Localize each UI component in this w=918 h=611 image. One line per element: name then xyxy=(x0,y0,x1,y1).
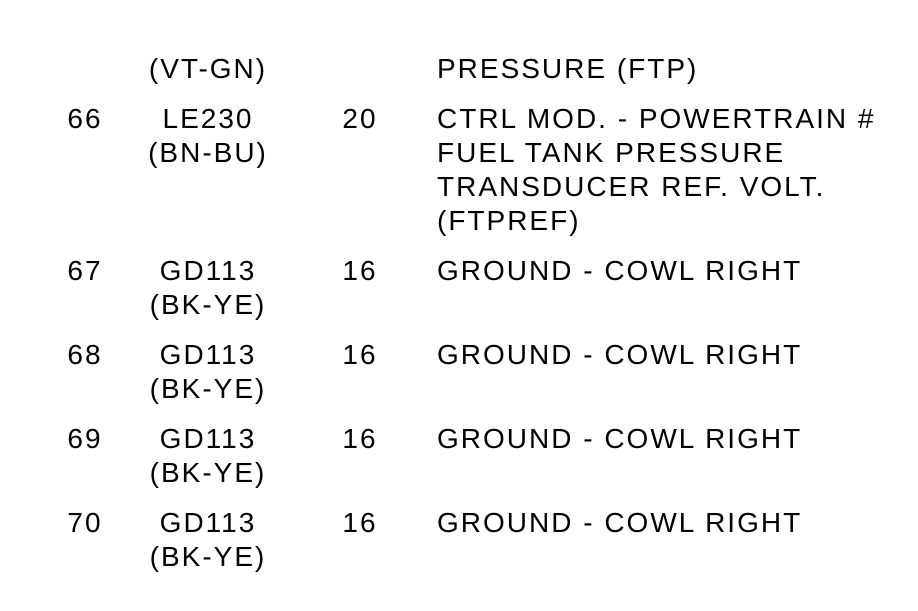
pin-number: 68 xyxy=(67,339,103,370)
wire-gauge: 16 xyxy=(342,339,378,370)
table-row: 66 LE230 (BN-BU) 20 CTRL MOD. - POWERTRA… xyxy=(40,102,918,238)
circuit-name: GD113 xyxy=(159,255,257,286)
wire-color: (BK-YE) xyxy=(149,457,267,488)
wire-color: (BK-YE) xyxy=(149,373,267,404)
description-line: GROUND - COWL RIGHT xyxy=(437,339,803,370)
wire-gauge: 16 xyxy=(342,423,378,454)
wire-gauge: 16 xyxy=(342,507,378,538)
circuit-name: GD113 xyxy=(159,339,257,370)
wire-gauge xyxy=(286,52,434,86)
circuit-code-cell: (VT-GN) xyxy=(130,52,286,86)
circuit-name: LE230 xyxy=(162,103,254,134)
description-line: TRANSDUCER REF. VOLT. xyxy=(437,171,826,202)
description-cell: GROUND - COWL RIGHT xyxy=(434,254,918,322)
pin-number: 67 xyxy=(67,255,103,286)
pin-number: 66 xyxy=(67,103,103,134)
circuit-code-cell: LE230 (BN-BU) xyxy=(130,102,286,238)
circuit-name: GD113 xyxy=(159,423,257,454)
description-line: PRESSURE (FTP) xyxy=(437,53,699,84)
circuit-code-cell: GD113 (BK-YE) xyxy=(130,422,286,490)
wire-gauge: 20 xyxy=(342,103,378,134)
description-line: FUEL TANK PRESSURE xyxy=(437,137,786,168)
wire-color: (VT-GN) xyxy=(148,53,268,84)
description-cell: CTRL MOD. - POWERTRAIN # FUEL TANK PRESS… xyxy=(434,102,918,238)
circuit-name: GD113 xyxy=(159,507,257,538)
description-line: GROUND - COWL RIGHT xyxy=(437,507,803,538)
description-line: GROUND - COWL RIGHT xyxy=(437,255,803,286)
description-cell: GROUND - COWL RIGHT xyxy=(434,422,918,490)
description-cell: GROUND - COWL RIGHT xyxy=(434,338,918,406)
wire-color: (BN-BU) xyxy=(148,137,268,168)
description-line: CTRL MOD. - POWERTRAIN # xyxy=(437,103,876,134)
table-row: (VT-GN) PRESSURE (FTP) xyxy=(40,52,918,86)
circuit-code-cell: GD113 (BK-YE) xyxy=(130,338,286,406)
pin-number: 69 xyxy=(67,423,103,454)
pin-number xyxy=(40,52,130,86)
table-row: 69 GD113 (BK-YE) 16 GROUND - COWL RIGHT xyxy=(40,422,918,490)
table-row: 68 GD113 (BK-YE) 16 GROUND - COWL RIGHT xyxy=(40,338,918,406)
pinout-table: (VT-GN) PRESSURE (FTP) 66 LE230 (BN-BU) … xyxy=(40,52,918,574)
circuit-code-cell: GD113 (BK-YE) xyxy=(130,254,286,322)
description-cell: GROUND - COWL RIGHT xyxy=(434,506,918,574)
wire-color: (BK-YE) xyxy=(149,541,267,572)
wire-gauge: 16 xyxy=(342,255,378,286)
description-line: (FTPREF) xyxy=(437,205,581,236)
description-cell: PRESSURE (FTP) xyxy=(434,52,918,86)
description-line: GROUND - COWL RIGHT xyxy=(437,423,803,454)
pin-number: 70 xyxy=(67,507,103,538)
wire-color: (BK-YE) xyxy=(149,289,267,320)
circuit-code-cell: GD113 (BK-YE) xyxy=(130,506,286,574)
table-row: 70 GD113 (BK-YE) 16 GROUND - COWL RIGHT xyxy=(40,506,918,574)
table-row: 67 GD113 (BK-YE) 16 GROUND - COWL RIGHT xyxy=(40,254,918,322)
